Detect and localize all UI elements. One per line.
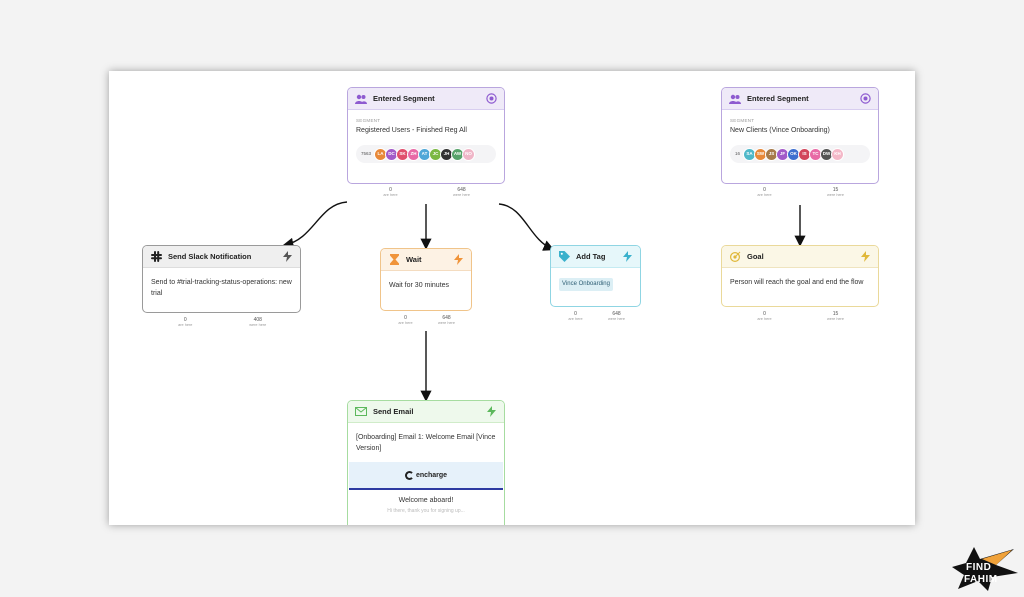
envelope-icon [355, 406, 367, 418]
member-count: 7563 [361, 150, 372, 156]
node-title: Add Tag [576, 252, 606, 261]
were-here-label: were here [827, 317, 844, 321]
are-here-count: 0 [763, 187, 766, 193]
were-here-count: 648 [442, 315, 451, 321]
wait-node[interactable]: Wait Wait for 30 minutes [380, 248, 472, 311]
were-here-label: were here [249, 323, 267, 327]
are-here-label: are here [178, 323, 193, 327]
email-body-preview: Hi there, thank you for signing up... [387, 508, 465, 514]
lightning-icon[interactable] [453, 254, 464, 265]
node-header: Send Email [348, 401, 504, 423]
star-badge-icon [952, 547, 1018, 591]
node-title: Entered Segment [747, 94, 809, 103]
node-header: Add Tag [551, 246, 640, 268]
entered-segment-node[interactable]: Entered Segment SEGMENT Registered Users… [347, 87, 505, 184]
node-header: Entered Segment [722, 88, 878, 110]
were-here-label: were here [608, 317, 625, 321]
email-subject: [Onboarding] Email 1: Welcome Email [Vin… [356, 434, 496, 452]
were-here-count: 408 [253, 317, 262, 323]
logo-line-1: FIND [966, 562, 992, 573]
segment-caption: SEGMENT [730, 118, 755, 123]
are-here-label: are here [568, 317, 583, 321]
node-title: Goal [747, 252, 764, 261]
node-header: Goal [722, 246, 878, 268]
send-email-node[interactable]: Send Email [Onboarding] Email 1: Welcome… [347, 400, 505, 525]
lightning-icon[interactable] [282, 251, 293, 262]
avatar: JF [776, 147, 790, 161]
lightning-icon[interactable] [622, 251, 633, 262]
avatar: SW [754, 147, 768, 161]
avatar: AW [451, 147, 465, 161]
users-icon [355, 93, 367, 105]
node-header: Wait [381, 249, 471, 271]
are-here-label: are here [757, 193, 772, 197]
wait-description: Wait for 30 minutes [389, 282, 450, 289]
were-here-count: 648 [612, 311, 621, 317]
were-here-count: 15 [832, 187, 839, 193]
entered-segment-node[interactable]: Entered Segment SEGMENT New Clients (Vin… [721, 87, 879, 184]
were-here-count: 15 [832, 311, 839, 317]
are-here-count: 0 [183, 317, 187, 323]
findfahim-logo: FIND FAHIM [952, 545, 1020, 593]
lightning-icon[interactable] [486, 406, 497, 417]
were-here-label: were here [827, 193, 844, 197]
are-here-label: are here [757, 317, 772, 321]
node-header: Entered Segment [348, 88, 504, 110]
member-count: 16 [735, 150, 741, 156]
are-here-count: 0 [404, 315, 407, 321]
goal-node[interactable]: Goal Person will reach the goal and end … [721, 245, 879, 307]
segment-name: Registered Users - Finished Reg All [356, 126, 467, 134]
connector-segment-to-tag [498, 203, 555, 251]
are-here-label: are here [383, 193, 398, 197]
avatar: SK [396, 147, 410, 161]
are-here-count: 0 [574, 311, 577, 317]
tag-icon [558, 251, 570, 263]
hourglass-icon [388, 254, 400, 266]
were-here-count: 648 [457, 187, 466, 193]
lightning-icon[interactable] [860, 251, 871, 262]
slack-icon [150, 251, 162, 263]
brand-name: encharge [415, 471, 448, 479]
avatar: KH [831, 147, 845, 161]
email-preview-banner: encharge [349, 462, 503, 490]
were-here-label: were here [453, 193, 470, 197]
tag-chip: Vince Onboarding [559, 278, 613, 291]
are-here-label: are here [398, 321, 413, 325]
segment-caption: SEGMENT [356, 118, 381, 123]
flow-canvas[interactable]: Entered Segment SEGMENT Registered Users… [109, 71, 915, 525]
connector-segment-to-slack [282, 201, 348, 249]
users-icon [729, 93, 741, 105]
email-welcome-text: Welcome aboard! [398, 497, 454, 504]
logo-line-2: FAHIM [964, 574, 998, 585]
add-tag-node[interactable]: Add Tag Vince Onboarding [550, 245, 641, 307]
node-title: Wait [406, 255, 422, 264]
goal-description: Person will reach the goal and end the f… [730, 279, 864, 286]
slack-message: Send to #trial-tracking-status-operation… [151, 279, 292, 297]
target-icon[interactable] [486, 93, 497, 104]
node-header: Send Slack Notification [143, 246, 300, 268]
encharge-logo-icon [404, 470, 414, 480]
segment-name: New Clients (Vince Onboarding) [730, 126, 830, 134]
node-title: Send Email [373, 407, 414, 416]
avatar: NO [462, 147, 476, 161]
are-here-count: 0 [389, 187, 392, 193]
node-title: Send Slack Notification [168, 252, 252, 261]
goal-target-icon [729, 251, 741, 263]
node-title: Entered Segment [373, 94, 435, 103]
were-here-label: were here [438, 321, 455, 325]
send-slack-notification-node[interactable]: Send Slack Notification Send to #trial-t… [142, 245, 301, 313]
avatar: ZH [407, 147, 421, 161]
target-icon[interactable] [860, 93, 871, 104]
are-here-count: 0 [763, 311, 766, 317]
